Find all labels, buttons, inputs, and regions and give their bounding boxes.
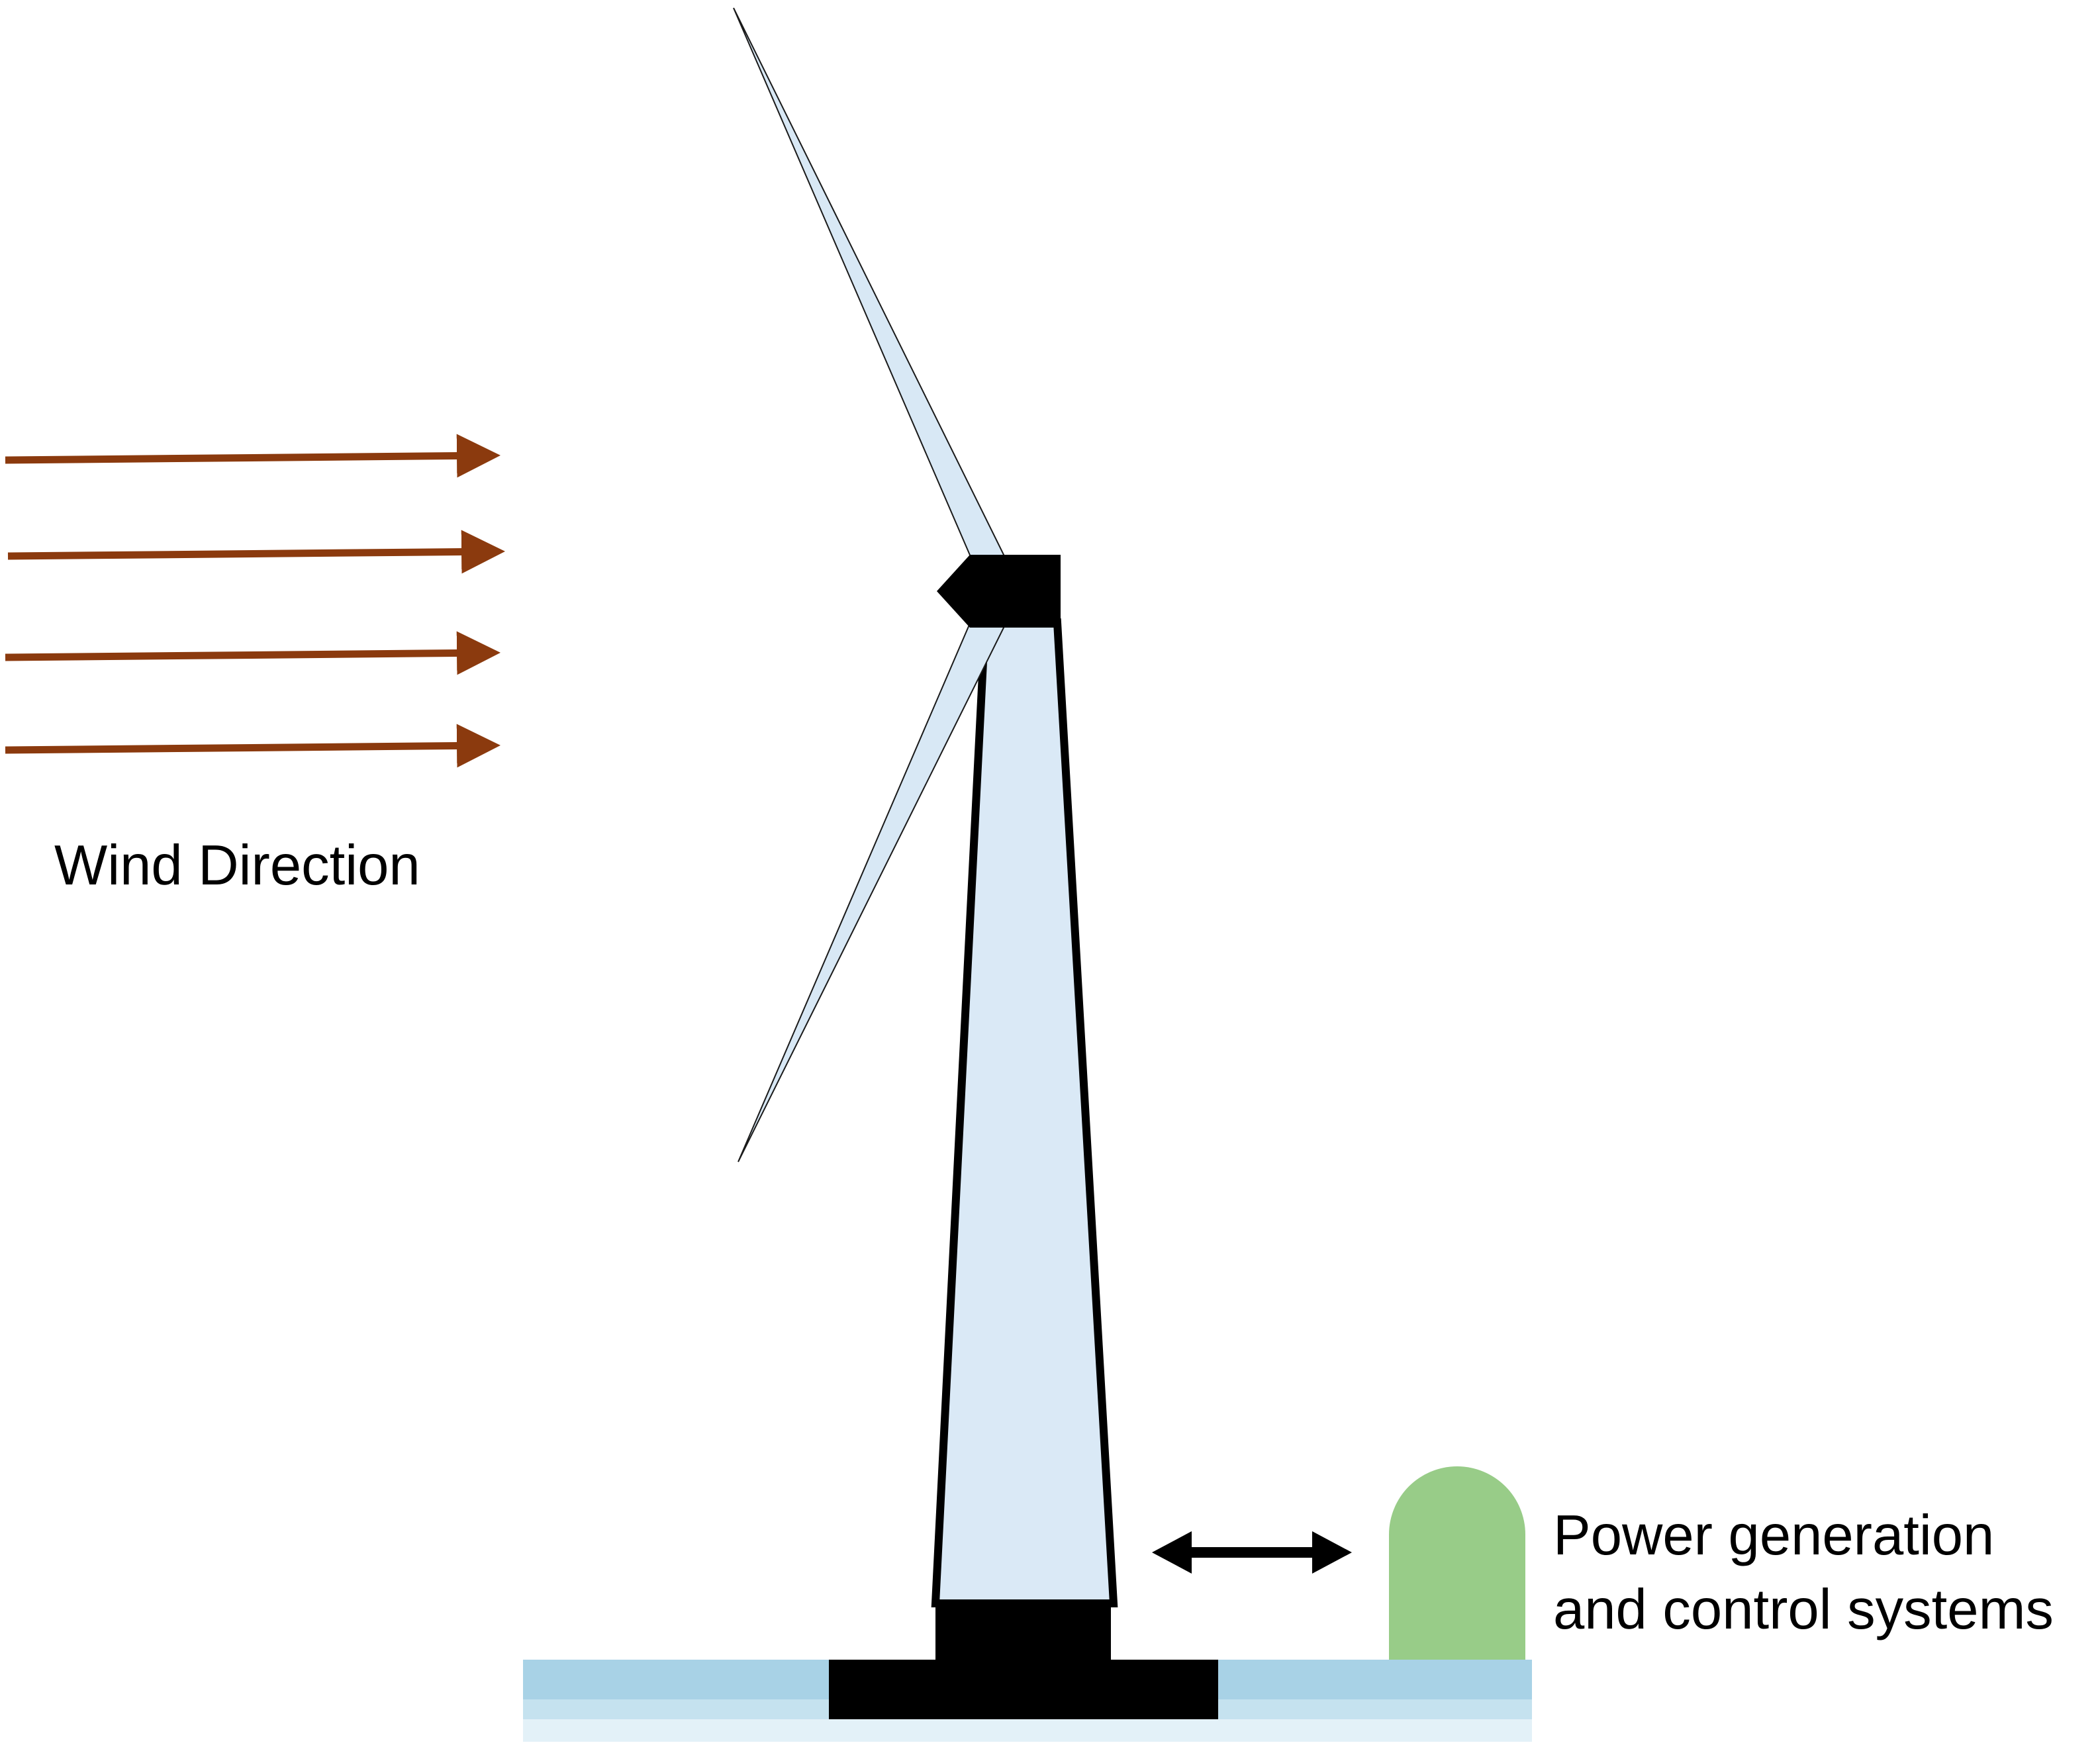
turbine-tower — [931, 618, 1118, 1607]
wind-arrow-icon — [5, 724, 501, 768]
wind-arrow-icon — [5, 631, 501, 675]
tower-base — [935, 1597, 1111, 1663]
turbine-foundation — [829, 1660, 1218, 1719]
power-generation-label: Power generation — [1553, 1504, 1994, 1567]
wind-arrow-icon — [7, 530, 505, 574]
wind-direction-label: Wind Direction — [54, 834, 420, 897]
power-unit-icon — [1389, 1466, 1525, 1660]
double-headed-arrow-icon — [1152, 1531, 1352, 1574]
turbine-nacelle — [937, 555, 1061, 628]
turbine-blade-upper — [733, 7, 1009, 563]
wind-arrows — [5, 434, 505, 768]
wind-arrow-icon — [5, 434, 501, 478]
control-systems-label: and control systems — [1553, 1578, 2054, 1641]
